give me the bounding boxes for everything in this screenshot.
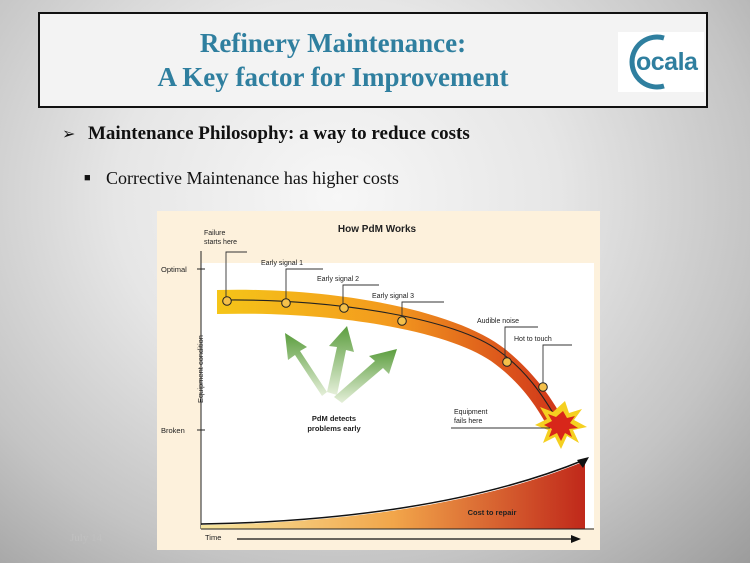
y-label-broken: Broken: [161, 426, 185, 435]
pdm-detects-line2: problems early: [307, 424, 361, 433]
dot-early-signal-1: [281, 298, 291, 308]
cost-to-repair-label: Cost to repair: [468, 508, 517, 517]
figure-title: How PdM Works: [338, 224, 417, 235]
dot-audible-noise: [502, 357, 512, 367]
pdm-diagram: How PdM Works Optimal Broken Equipment c…: [157, 211, 600, 550]
bullet-maintenance-philosophy: ➢ Maintenance Philosophy: a way to reduce…: [62, 123, 470, 145]
title-box: Refinery Maintenance: A Key factor for I…: [38, 12, 708, 108]
label-early-signal-2: Early signal 2: [317, 276, 359, 283]
title-line-1: Refinery Maintenance:: [199, 28, 467, 58]
green-arrow-right: [334, 349, 397, 403]
title-line-2: A Key factor for Improvement: [157, 62, 509, 92]
time-arrow-head: [571, 535, 581, 543]
company-logo: ocala: [618, 32, 704, 92]
dot-hot-to-touch: [538, 382, 548, 392]
cost-curve-line: [200, 459, 585, 525]
bullet-2-text: Corrective Maintenance has higher costs: [106, 168, 399, 188]
arrow-bullet-icon: ➢: [62, 124, 76, 143]
bullet-corrective-maintenance: ■ Corrective Maintenance has higher costs: [84, 168, 399, 189]
callout-lines: [225, 251, 572, 429]
label-early-signal-3: Early signal 3: [372, 293, 414, 300]
label-failure-line1: Failure: [204, 230, 226, 237]
green-arrow-left: [285, 333, 327, 396]
dot-failure-starts: [222, 296, 232, 306]
green-arrow-middle: [327, 326, 354, 395]
label-audible-noise: Audible noise: [477, 318, 519, 325]
label-fails-line2: fails here: [454, 418, 483, 425]
cost-curve-arrowhead: [577, 457, 589, 468]
dot-early-signal-2: [339, 303, 349, 313]
x-axis-label: Time: [205, 533, 221, 542]
signal-dots: [222, 296, 548, 392]
y-label-optimal: Optimal: [161, 265, 187, 274]
label-hot-to-touch: Hot to touch: [514, 336, 552, 343]
degradation-band: [217, 289, 563, 429]
slide-footer-date: July 14: [70, 532, 103, 544]
pdm-detects-line1: PdM detects: [312, 414, 356, 423]
cost-to-repair-area: [201, 461, 585, 529]
y-axis-label: Equipment condition: [196, 335, 205, 403]
square-bullet-icon: ■: [84, 172, 91, 184]
degradation-curve: [226, 299, 560, 424]
failure-burst-inner: [544, 411, 578, 441]
logo-text: ocala: [636, 48, 698, 76]
green-arrows: [285, 326, 397, 403]
pdm-diagram-svg: How PdM Works Optimal Broken Equipment c…: [157, 211, 600, 550]
bullet-1-text: Maintenance Philosophy: a way to reduce …: [88, 123, 470, 144]
dot-early-signal-3: [397, 316, 407, 326]
label-failure-line2: starts here: [204, 239, 237, 246]
label-fails-line1: Equipment: [454, 409, 488, 416]
label-early-signal-1: Early signal 1: [261, 260, 303, 267]
